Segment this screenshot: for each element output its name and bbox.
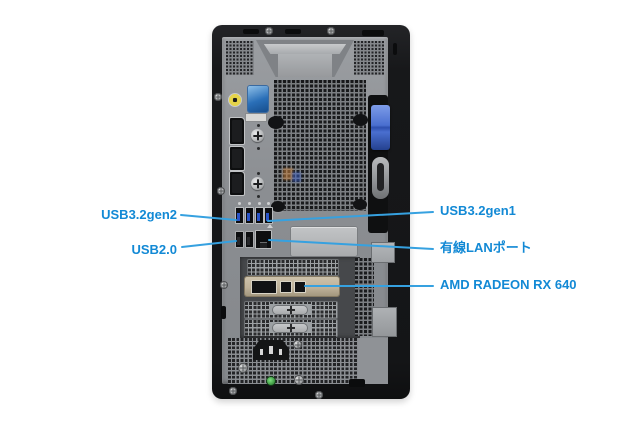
handle-recess-floor (277, 54, 333, 77)
power-inlet-c14 (253, 340, 289, 360)
internal-wire-orange (283, 168, 293, 180)
fan-grommet (353, 114, 368, 126)
fan-grommet (353, 199, 367, 210)
displayport-3 (229, 171, 245, 196)
frame-slot (393, 43, 397, 55)
emi-shield-tab-lower (373, 308, 396, 336)
rj45-lan-port (255, 230, 272, 249)
usb3-port-4 (264, 207, 273, 224)
psu-screw (293, 340, 302, 349)
usb2-port-2 (245, 231, 254, 248)
displayport-1 (229, 117, 245, 145)
bottom-slot (349, 379, 365, 387)
bottom-screw (315, 391, 323, 399)
top-vent-slot (243, 29, 259, 34)
thumbscrew (251, 129, 264, 142)
usb2-port-1 (235, 231, 244, 248)
service-label (246, 114, 266, 121)
top-left-vent-grid (226, 41, 254, 75)
gpu-displayport (251, 280, 277, 294)
frame-screw (214, 93, 222, 101)
screw-hole (257, 195, 260, 198)
port-marking (248, 202, 251, 205)
cpu-brand-sticker (248, 86, 268, 112)
padlock-loop (372, 157, 389, 199)
slot-cover-3-vented (244, 319, 338, 337)
lan-marking (267, 224, 273, 228)
power-led-green (267, 377, 275, 385)
port-marking (258, 202, 261, 205)
top-screw (265, 27, 273, 35)
label-lan-port: 有線LANポート (440, 240, 532, 255)
padlock-loop-slot (377, 163, 384, 191)
port-marking (267, 202, 270, 205)
handle-recess-highlight (263, 44, 347, 54)
screw-hole (257, 147, 260, 150)
displayport-2 (229, 146, 245, 171)
screw-hole (257, 124, 260, 127)
label-usb20: USB2.0 (131, 242, 177, 257)
psu-screw (238, 363, 248, 373)
psu-screw (294, 375, 304, 385)
label-gpu: AMD RADEON RX 640 (440, 277, 577, 292)
top-vent-slot (362, 30, 384, 36)
gpu-mini-displayport-2 (294, 281, 306, 293)
usb3-port-1 (235, 207, 244, 224)
thumbscrew (251, 177, 264, 190)
bottom-screw (229, 387, 237, 395)
slot-screw-cross-v (290, 306, 292, 314)
frame-keyhole (221, 306, 226, 319)
usb3-port-2 (245, 207, 254, 224)
gpu-mini-displayport-1 (280, 281, 292, 293)
main-vent-grid (274, 80, 366, 211)
port-marking (238, 202, 241, 205)
usb3-port-3 (255, 207, 264, 224)
top-right-vent-grid (354, 41, 384, 75)
internal-wire-blue (292, 172, 301, 182)
audio-line-out-jack (228, 93, 242, 107)
top-vent-slot (285, 29, 301, 34)
screw-hole (257, 172, 260, 175)
fan-grommet (271, 201, 285, 212)
option-port-blank-plate (291, 227, 357, 256)
slot-screw-cross-v (290, 324, 292, 332)
fan-grommet (268, 116, 284, 129)
side-vent-column (355, 258, 374, 336)
slot-cover-2-vented (244, 301, 338, 319)
label-usb32gen1: USB3.2gen1 (440, 203, 516, 218)
power-pin-right (279, 349, 282, 355)
label-usb32gen2: USB3.2gen2 (101, 207, 177, 222)
frame-screw (217, 187, 225, 195)
gpu-bracket-rx640 (245, 277, 339, 296)
power-pin-left (260, 349, 263, 355)
psu-side-plain (358, 338, 388, 384)
power-pin-ground (269, 346, 273, 354)
rj45-clip-notch (260, 242, 267, 248)
release-latch-blue (371, 105, 390, 150)
frame-screw (220, 281, 228, 289)
slot-cover-1-vented (247, 259, 339, 276)
carry-handle-recess (256, 40, 354, 77)
emi-shield-tab-upper (372, 243, 394, 262)
top-screw (327, 27, 335, 35)
